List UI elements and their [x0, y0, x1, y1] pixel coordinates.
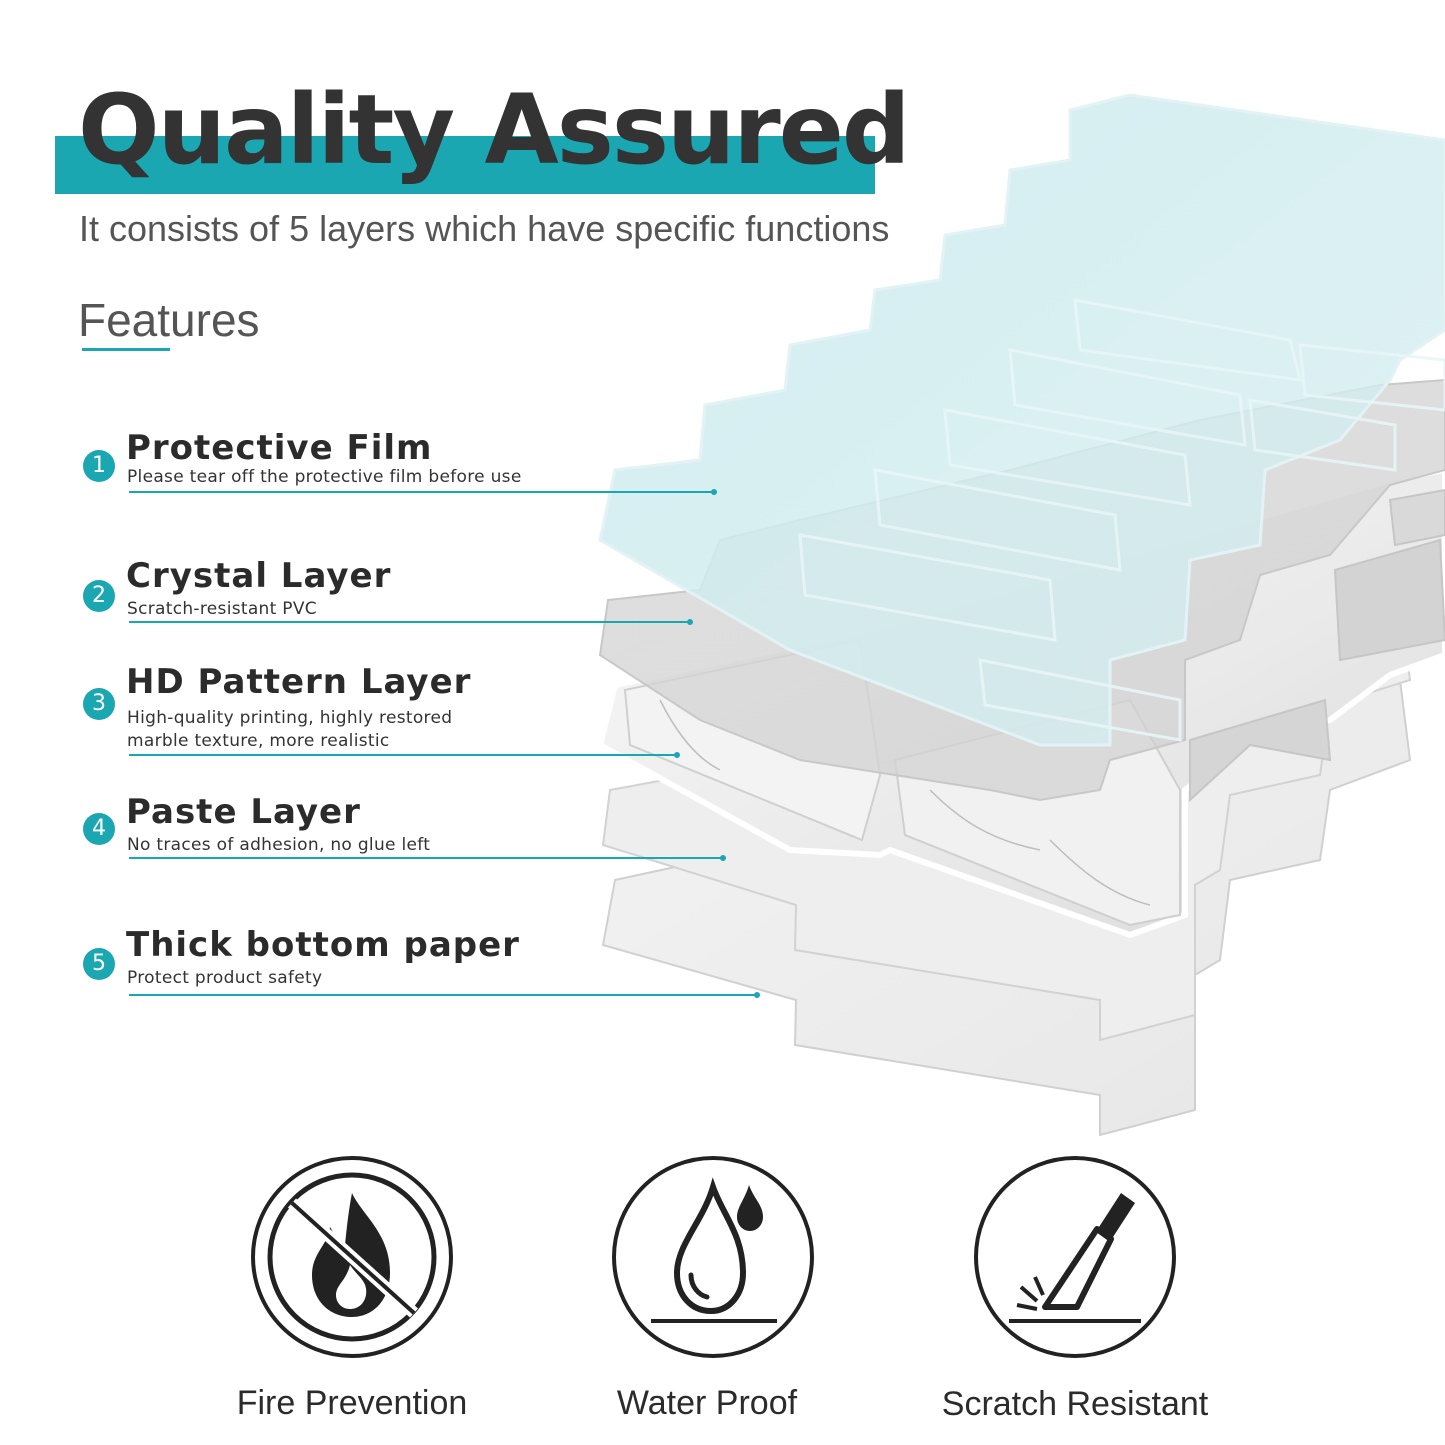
fire-prevention-label: Fire Prevention: [236, 1384, 468, 1422]
layer-4-description: No traces of adhesion, no glue left: [127, 835, 431, 855]
layer-2-number-badge: 2: [83, 580, 115, 612]
layer-1-title: Protective Film: [126, 428, 433, 468]
layer-3-description: High-quality printing, highly restored m…: [127, 708, 453, 751]
scratch-resistant-label: Scratch Resistant: [941, 1385, 1209, 1423]
layer-3-leader-line: [129, 752, 680, 758]
layer-5-number-badge: 5: [83, 948, 115, 980]
features-underline: [82, 348, 170, 351]
no-fire-icon: [251, 1156, 453, 1358]
layer-1-description: Please tear off the protective film befo…: [127, 467, 522, 487]
layer-2-leader-line: [129, 619, 693, 625]
features-heading: Features: [78, 294, 260, 346]
knife-scratch-icon: [974, 1156, 1176, 1358]
page-subtitle: It consists of 5 layers which have speci…: [79, 208, 890, 249]
layer-5-title: Thick bottom paper: [126, 925, 520, 965]
layer-5-description: Protect product safety: [127, 968, 323, 988]
protective-film-layer: [598, 93, 1445, 747]
layer-3-title: HD Pattern Layer: [126, 662, 472, 702]
layer-1-leader-line: [129, 489, 717, 495]
layer-3-number-badge: 3: [83, 688, 115, 720]
water-proof-label: Water Proof: [616, 1384, 798, 1422]
page-title: Quality Assured: [78, 74, 911, 186]
layer-4-number-badge: 4: [83, 813, 115, 845]
title-accent-bar: [55, 136, 875, 194]
layer-5-leader-line: [129, 992, 760, 998]
layer-4-title: Paste Layer: [126, 792, 361, 832]
layer-1-number-badge: 1: [83, 450, 115, 482]
layer-2-description: Scratch-resistant PVC: [127, 599, 317, 619]
layer-2-title: Crystal Layer: [126, 556, 392, 596]
layer-4-leader-line: [129, 855, 726, 861]
water-drop-icon: [612, 1156, 814, 1358]
